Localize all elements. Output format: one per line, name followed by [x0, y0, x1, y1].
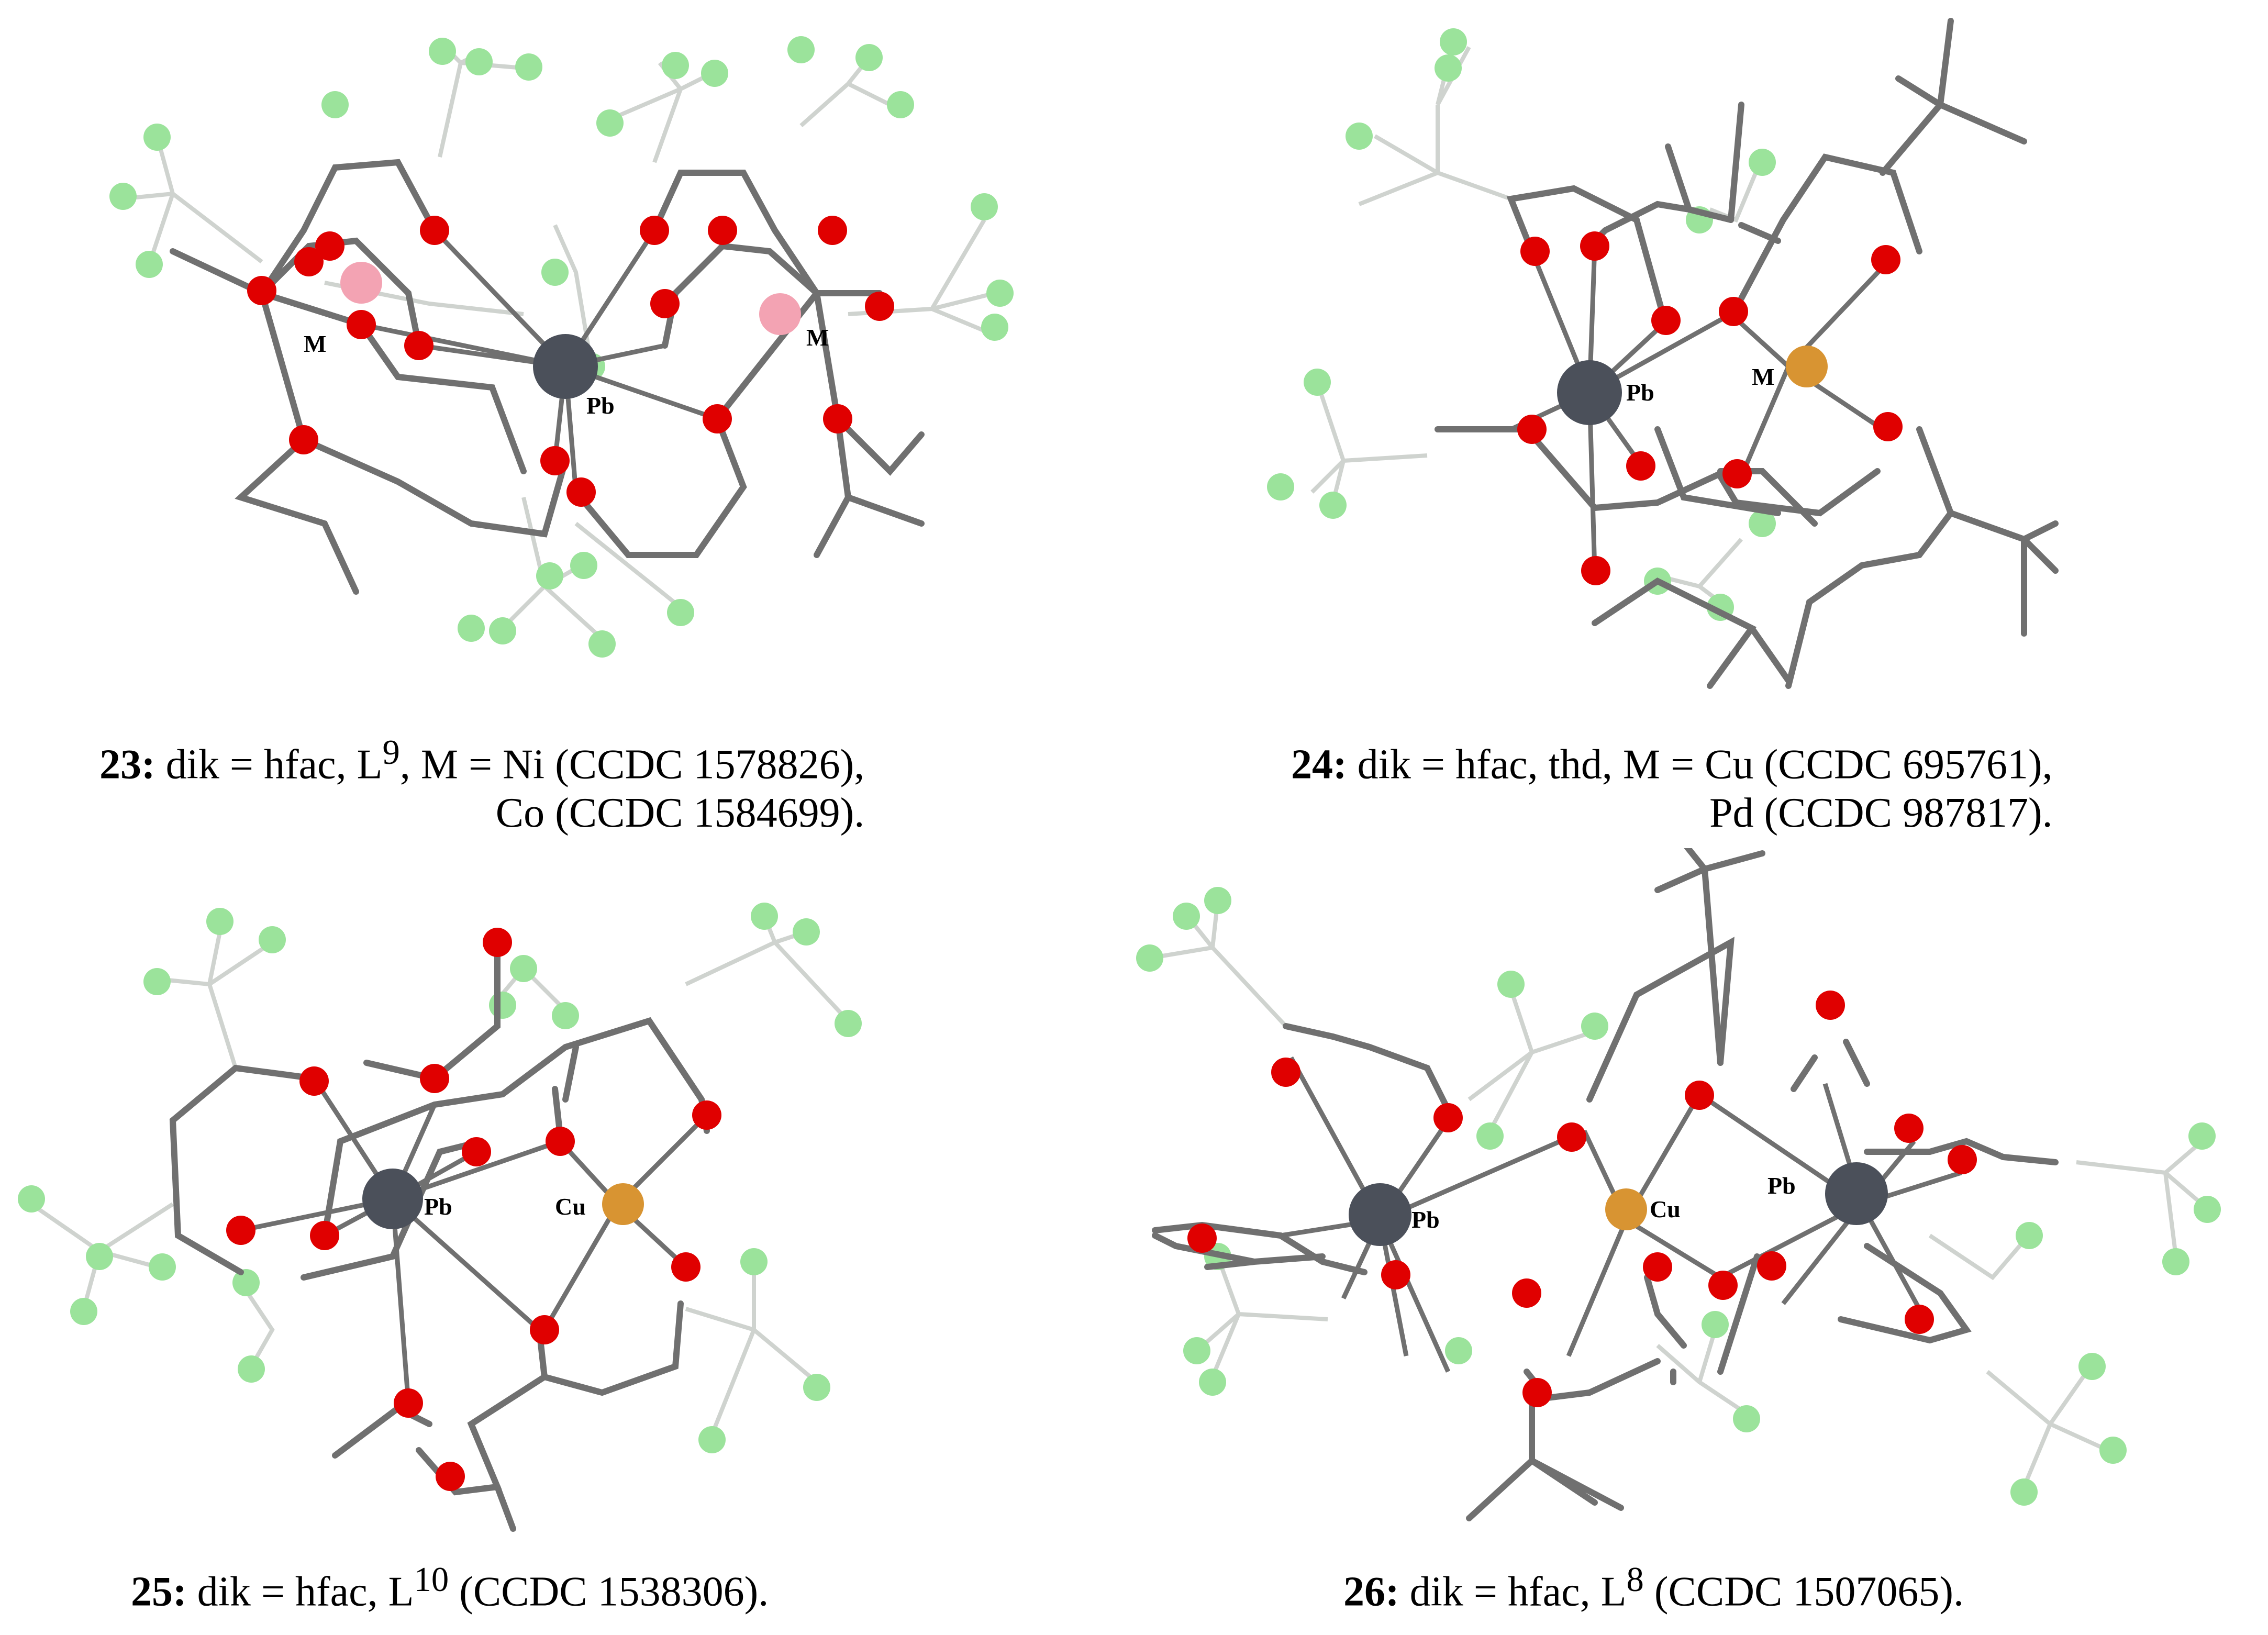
- structure-26: Pb Cu Pb: [1136, 848, 2221, 1521]
- lead-atom-icon: [533, 334, 598, 399]
- lead-atom-icon: [1349, 1183, 1411, 1246]
- metal-atom-icon: [1605, 1188, 1647, 1230]
- atom-label-pb-right: Pb: [1767, 1172, 1796, 1199]
- fluorine-atoms-24: [1267, 28, 1776, 621]
- bonds-24: [1435, 18, 2059, 689]
- metal-atom-icon: [759, 293, 801, 335]
- oxygen-atoms-24: [1517, 231, 1903, 585]
- caption-sup: 10: [414, 1561, 449, 1599]
- compound-number: 26:: [1343, 1569, 1399, 1615]
- lead-atom-icon: [362, 1169, 423, 1229]
- panel-24: Pb M 24: dik = hfac, thd, M = Cu (CCDC 6…: [1134, 0, 2268, 836]
- atom-label-pb: Pb: [424, 1193, 452, 1220]
- caption-line2: Pd (CCDC 987817).: [1709, 789, 2053, 836]
- lead-atom-icon: [1557, 360, 1622, 425]
- structure-23: M Pb M: [109, 36, 1014, 658]
- atom-label-pb: Pb: [586, 392, 615, 419]
- structure-24: Pb M: [1267, 18, 2059, 689]
- caption-line2: Co (CCDC 1584699).: [495, 789, 865, 836]
- faint-bonds-26: [1149, 900, 2204, 1488]
- atom-label-pb-left: Pb: [1411, 1206, 1440, 1233]
- bonds-23: [170, 159, 925, 595]
- lead-atom-icon: [1825, 1162, 1888, 1225]
- compound-number: 25:: [131, 1569, 187, 1615]
- compound-number: 23:: [99, 741, 155, 788]
- caption-26: 26: dik = hfac, L8 (CCDC 1507065).: [1343, 1560, 1964, 1616]
- atom-label-m-left: M: [304, 330, 326, 357]
- atom-label-cu: Cu: [1650, 1196, 1681, 1222]
- metal-atom-icon: [340, 262, 382, 304]
- caption-25: 25: dik = hfac, L10 (CCDC 1538306).: [131, 1560, 769, 1616]
- caption-23: 23: dik = hfac, L9, M = Ni (CCDC 1578826…: [99, 733, 864, 837]
- atom-label-m: M: [1752, 363, 1774, 390]
- coordination-bonds-23: [361, 228, 718, 493]
- caption-text: dik = hfac, L: [155, 741, 383, 788]
- caption-text: (CCDC 1507065).: [1643, 1569, 1964, 1615]
- caption-text: dik = hfac, L: [1399, 1569, 1627, 1615]
- faint-bonds-24: [1310, 46, 1764, 604]
- oxygen-atoms-26: [1187, 991, 1977, 1407]
- structure-25: Pb Cu: [18, 903, 862, 1532]
- caption-sup: 8: [1626, 1561, 1644, 1599]
- oxygen-atoms-23: [247, 216, 894, 507]
- coordination-bonds-24: [1510, 246, 1890, 571]
- metal-atom-icon: [1786, 346, 1828, 387]
- bonds-26: [1152, 848, 2059, 1521]
- panel-26: Pb Cu Pb 26: dik = hfac, L8 (CCDC 150706…: [1134, 848, 2268, 1635]
- panel-25: Pb Cu 25: dik = hfac, L10 (CCDC 1538306)…: [0, 848, 1134, 1635]
- compound-number: 24:: [1291, 741, 1347, 788]
- caption-text: (CCDC 1538306).: [449, 1569, 769, 1615]
- coordination-bonds-26: [1280, 1056, 1962, 1373]
- fluorine-atoms-25: [18, 903, 862, 1453]
- fluorine-atoms-23: [109, 36, 1014, 658]
- caption-sup: 9: [382, 733, 400, 772]
- oxygen-atoms-25: [226, 928, 721, 1491]
- panel-23: M Pb M 23: dik = hfac, L9, M = Ni (CCDC …: [0, 0, 1134, 836]
- atom-label-pb: Pb: [1626, 379, 1654, 406]
- fluorine-atoms-26: [1136, 887, 2221, 1506]
- atom-label-cu: Cu: [555, 1193, 586, 1220]
- caption-text: dik = hfac, thd, M = Cu (CCDC 695761),: [1347, 741, 2053, 788]
- caption-text: dik = hfac, L: [186, 1569, 414, 1615]
- metal-atom-icon: [602, 1183, 644, 1225]
- caption-24: 24: dik = hfac, thd, M = Cu (CCDC 695761…: [1291, 733, 2053, 837]
- caption-text: , M = Ni (CCDC 1578826),: [399, 741, 865, 788]
- atom-label-m-right: M: [806, 324, 829, 351]
- coordination-bonds-25: [240, 1077, 709, 1404]
